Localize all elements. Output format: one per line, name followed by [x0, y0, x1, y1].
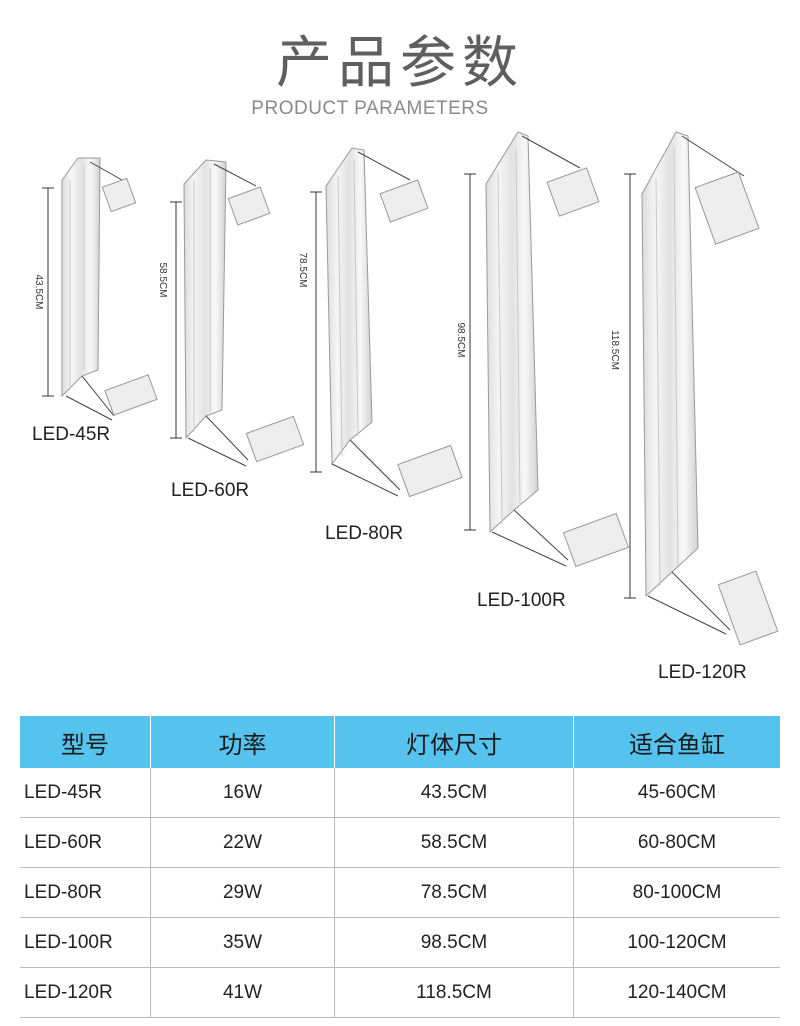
spec-table-header-row: 型号 功率 灯体尺寸 适合鱼缸 — [20, 716, 780, 768]
header-model: 型号 — [20, 716, 151, 768]
cell-lamp-size: 78.5CM — [334, 867, 574, 918]
cell-power: 41W — [150, 967, 335, 1018]
model-label-45r: LED-45R — [32, 424, 111, 445]
model-label-60r: LED-60R — [171, 480, 250, 501]
cell-model: LED-60R — [20, 817, 151, 868]
dimension-label-45r: 43.5CM — [33, 274, 44, 309]
cell-model: LED-45R — [20, 768, 151, 818]
cell-lamp-size: 98.5CM — [334, 917, 574, 968]
cell-model: LED-100R — [20, 917, 151, 968]
dimension-label-100r: 98.5CM — [455, 322, 466, 357]
model-label-100r: LED-100R — [477, 590, 566, 611]
cell-power: 16W — [150, 768, 335, 818]
page-title: 产品参数 — [276, 31, 524, 96]
cell-power: 22W — [150, 817, 335, 868]
cell-tank-size: 45-60CM — [573, 768, 780, 818]
model-label-80r: LED-80R — [325, 523, 404, 544]
cell-power: 35W — [150, 917, 335, 968]
table-row: LED-100R 35W 98.5CM 100-120CM — [20, 917, 780, 968]
cell-lamp-size: 118.5CM — [334, 967, 574, 1018]
table-row: LED-80R 29W 78.5CM 80-100CM — [20, 867, 780, 918]
lamp-figure-120r: 118.5CM — [609, 131, 779, 646]
cell-power: 29W — [150, 867, 335, 918]
table-row: LED-45R 16W 43.5CM 45-60CM — [20, 768, 780, 818]
dimension-label-60r: 58.5CM — [157, 262, 168, 297]
dimension-label-120r: 118.5CM — [609, 330, 620, 370]
dimension-label-80r: 78.5CM — [297, 252, 308, 287]
cell-model: LED-120R — [20, 967, 151, 1018]
cell-lamp-size: 43.5CM — [334, 768, 574, 818]
cell-tank-size: 100-120CM — [573, 917, 780, 968]
lamp-figure-60r: 58.5CM — [157, 159, 305, 467]
cell-tank-size: 120-140CM — [573, 967, 780, 1018]
spec-table: 型号 功率 灯体尺寸 适合鱼缸 LED-45R 16W 43.5CM 45-60… — [20, 716, 780, 1018]
cell-tank-size: 60-80CM — [573, 817, 780, 868]
cell-lamp-size: 58.5CM — [334, 817, 574, 868]
lamp-figure-45r: 43.5CM — [33, 157, 158, 421]
table-row: LED-60R 22W 58.5CM 60-80CM — [20, 817, 780, 868]
lamp-figure-80r: 78.5CM — [297, 147, 463, 498]
header-tank-size: 适合鱼缸 — [573, 716, 780, 768]
header-power: 功率 — [150, 716, 335, 768]
header-lamp-size: 灯体尺寸 — [334, 716, 574, 768]
cell-model: LED-80R — [20, 867, 151, 918]
page-subtitle: PRODUCT PARAMETERS — [251, 98, 489, 119]
model-label-120r: LED-120R — [658, 662, 747, 683]
cell-tank-size: 80-100CM — [573, 867, 780, 918]
lamp-figure-100r: 98.5CM — [455, 131, 630, 568]
product-illustrations: 43.5CM 58.5CM — [33, 131, 779, 646]
table-row: LED-120R 41W 118.5CM 120-140CM — [20, 967, 780, 1018]
